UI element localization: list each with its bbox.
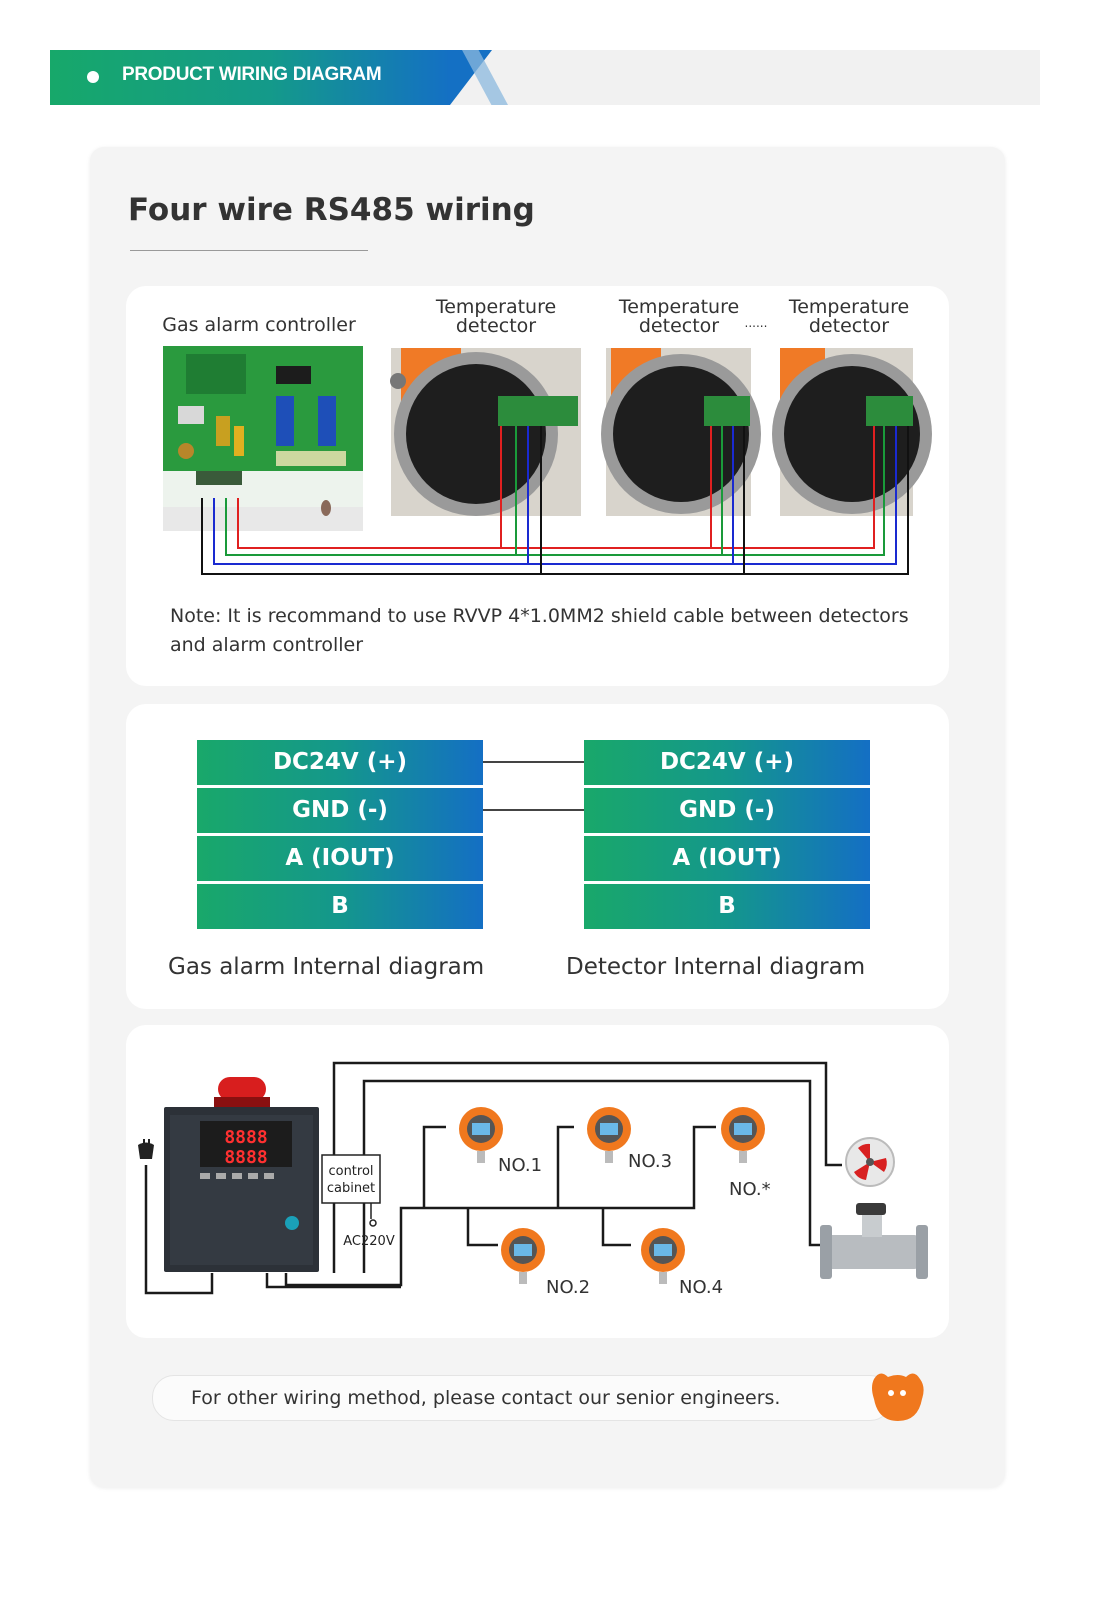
detector-no3-label: NO.3	[628, 1151, 672, 1172]
title-divider	[130, 250, 368, 251]
bullet-icon	[87, 71, 99, 83]
control-cabinet-box: control cabinet AC220V	[321, 1154, 395, 1249]
display-digits-top: 8888	[224, 1127, 267, 1148]
detector-label-2: Temperature detector	[599, 298, 759, 336]
wire-blue	[213, 426, 897, 565]
detector-no1-label: NO.1	[498, 1155, 542, 1176]
exhaust-fan-icon	[845, 1137, 895, 1187]
detector-nostar-label: NO.*	[729, 1179, 771, 1200]
alarm-diagram-label: Gas alarm Internal diagram	[168, 954, 485, 980]
internal-diagram-panel: DC24V (+) GND (-) A (IOUT) B DC24V (+) G…	[126, 704, 949, 1009]
photo-wiring-panel: Gas alarm controller Temperature detecto…	[126, 286, 949, 686]
display-digits-bottom: 8888	[224, 1147, 267, 1168]
detector-label-1-line2: detector	[455, 315, 537, 337]
detector-icon-3	[587, 1107, 631, 1163]
terminal-connectors	[483, 761, 584, 811]
ac220v-label: AC220V	[343, 1234, 395, 1249]
alarm-terminal-gnd: GND (-)	[197, 788, 483, 833]
cable-note: Note: It is recommand to use RVVP 4*1.0M…	[170, 605, 909, 656]
system-diagram-panel: 8888 8888 control cabinet AC220V	[126, 1025, 949, 1338]
cabinet-label-line2: cabinet	[327, 1181, 375, 1196]
controller-label: Gas alarm controller	[162, 314, 356, 336]
solenoid-valve-icon	[820, 1203, 928, 1279]
detector-label-3-line1: Temperature	[788, 296, 910, 318]
detector-photo-1	[390, 348, 581, 516]
alarm-controller-unit: 8888 8888	[164, 1077, 319, 1272]
cabinet-label-line1: control	[328, 1164, 373, 1179]
detector-label-1: Temperature detector	[416, 298, 576, 336]
detector-photo-3	[772, 348, 932, 516]
detector-diagram-label: Detector Internal diagram	[566, 954, 866, 980]
detector-icon-2	[501, 1228, 545, 1284]
detector-terminal-a: A (IOUT)	[584, 836, 870, 881]
page-title: Four wire RS485 wiring	[128, 192, 535, 228]
rs485-bus-wires	[201, 426, 909, 575]
ellipsis: ......	[744, 316, 768, 330]
detector-terminal-b: B	[584, 884, 870, 929]
section-banner: PRODUCT WIRING DIAGRAM	[50, 50, 1040, 105]
detector-terminal-dc24v: DC24V (+)	[584, 740, 870, 785]
detector-icon-4	[641, 1228, 685, 1284]
detector-label-1-line1: Temperature	[435, 296, 557, 318]
wire-black	[201, 426, 909, 575]
wire-green	[225, 426, 885, 556]
detector-label-3: Temperature detector	[769, 298, 929, 336]
alarm-terminal-dc24v: DC24V (+)	[197, 740, 483, 785]
detector-terminal-block: DC24V (+) GND (-) A (IOUT) B	[584, 740, 870, 932]
system-wiring-illustration: 8888 8888 control cabinet AC220V	[138, 1061, 928, 1298]
detector-icon-star	[721, 1107, 765, 1163]
system-wires	[144, 1061, 842, 1295]
detector-no4-label: NO.4	[679, 1277, 723, 1298]
alarm-terminal-b: B	[197, 884, 483, 929]
photo-wiring-illustration	[163, 346, 932, 575]
detector-label-3-line2: detector	[808, 315, 890, 337]
detector-label-2-line2: detector	[638, 315, 720, 337]
banner-gradient	[50, 50, 450, 105]
detector-photo-2	[601, 348, 761, 516]
wire-red	[237, 426, 875, 549]
power-plug-icon	[138, 1139, 154, 1159]
detector-label-2-line1: Temperature	[618, 296, 740, 318]
content-card: Four wire RS485 wiring Gas alarm control…	[90, 147, 1005, 1487]
alarm-terminal-a: A (IOUT)	[197, 836, 483, 881]
detector-terminal-gnd: GND (-)	[584, 788, 870, 833]
alarm-terminal-block: DC24V (+) GND (-) A (IOUT) B	[197, 740, 483, 932]
mascot-icon	[872, 1373, 924, 1421]
detector-icon-1	[459, 1107, 503, 1163]
banner-title: PRODUCT WIRING DIAGRAM	[122, 64, 382, 85]
controller-pcb	[163, 346, 363, 531]
contact-note: For other wiring method, please contact …	[152, 1375, 905, 1421]
detector-no2-label: NO.2	[546, 1277, 590, 1298]
